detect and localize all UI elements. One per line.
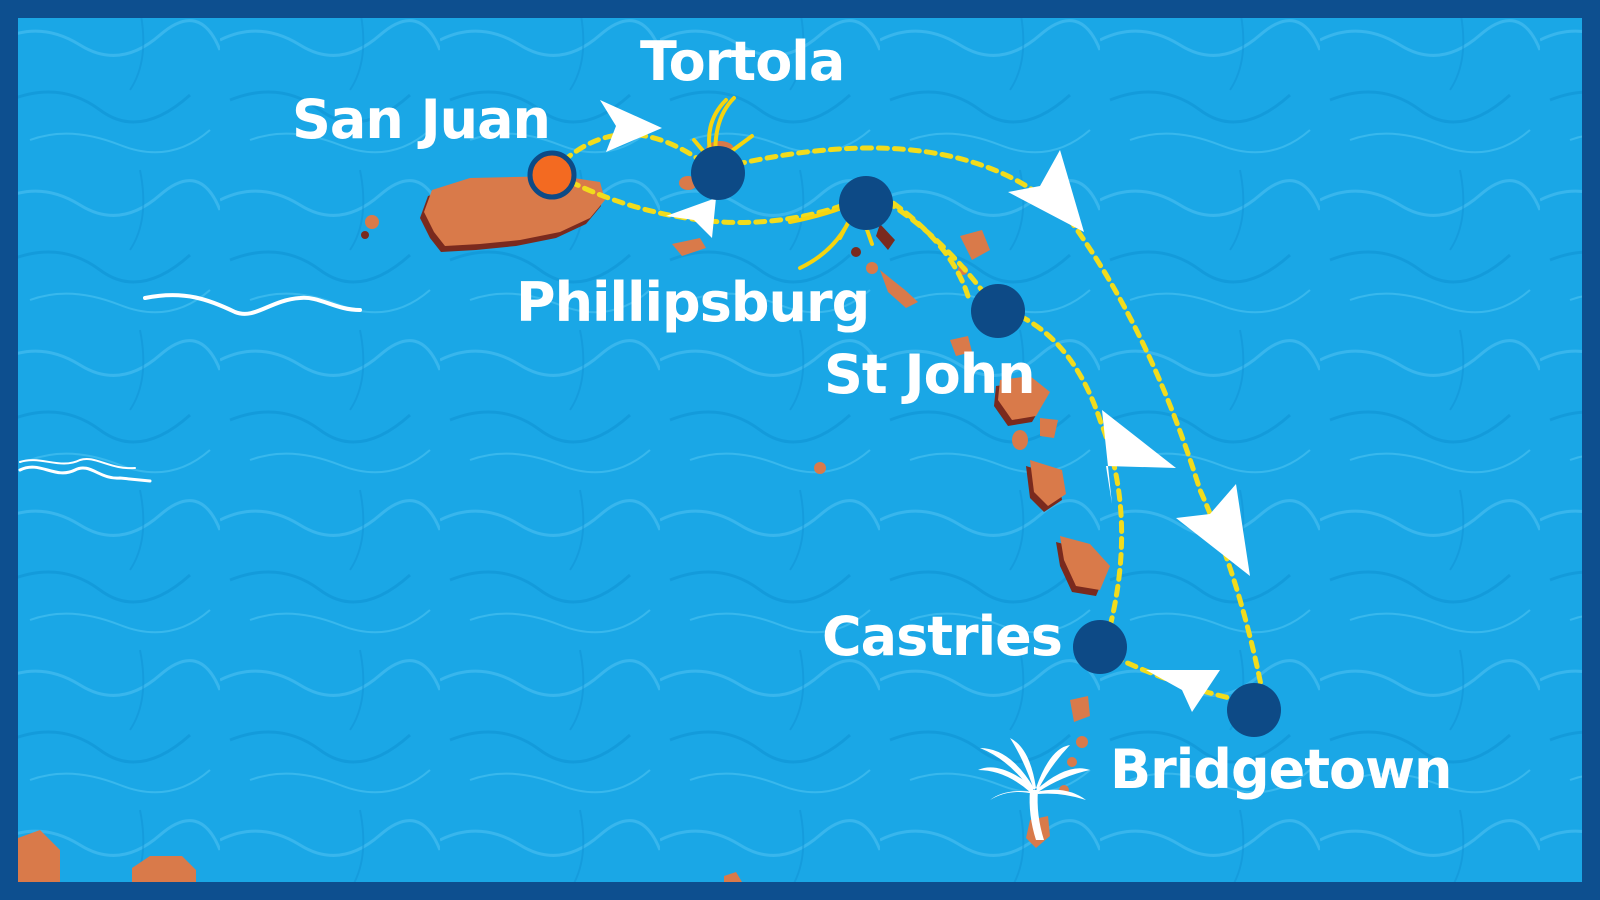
route-castries-st-john xyxy=(997,305,1125,645)
port-label-castries: Castries xyxy=(822,605,1062,668)
direction-arrow-icon xyxy=(666,198,716,238)
port-label-san-juan: San Juan xyxy=(292,88,550,151)
port-label-tortola: Tortola xyxy=(640,30,844,93)
direction-arrow-icon xyxy=(1146,670,1220,712)
wave-icon xyxy=(143,293,362,316)
port-marker-phillipsburg[interactable] xyxy=(839,176,893,230)
port-marker-san-juan[interactable] xyxy=(527,150,577,200)
port-markers xyxy=(527,146,1281,737)
route-tortola-bridgetown xyxy=(717,145,1265,693)
direction-arrow-icon xyxy=(1102,410,1176,504)
port-marker-castries[interactable] xyxy=(1073,620,1127,674)
port-marker-st-john[interactable] xyxy=(971,284,1025,338)
port-label-bridgetown: Bridgetown xyxy=(1110,738,1451,801)
route-st-john-inner xyxy=(877,191,971,299)
direction-arrow-icon xyxy=(1176,484,1250,576)
port-label-phillipsburg: Phillipsburg xyxy=(516,271,869,334)
port-labels: Tortola San Juan Phillipsburg St John Ca… xyxy=(292,30,1452,801)
sea xyxy=(18,18,1582,882)
direction-arrow-icon xyxy=(1008,150,1084,232)
palm-tree-icon xyxy=(978,738,1090,840)
port-label-st-john: St John xyxy=(824,343,1035,406)
direction-arrows xyxy=(600,100,1250,712)
wave-icon xyxy=(18,465,152,483)
direction-arrow-icon xyxy=(600,100,662,152)
port-marker-bridgetown[interactable] xyxy=(1227,683,1281,737)
port-marker-tortola[interactable] xyxy=(691,146,745,200)
cruise-route-map: Tortola San Juan Phillipsburg St John Ca… xyxy=(18,18,1582,882)
wave-icon xyxy=(19,457,136,470)
